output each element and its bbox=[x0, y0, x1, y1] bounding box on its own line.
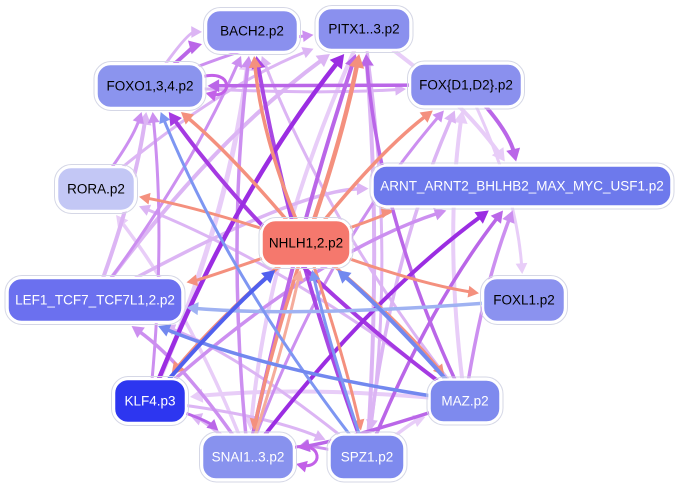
node-outline bbox=[426, 376, 504, 426]
node-outline bbox=[54, 164, 138, 214]
edge-MAZ-PITX1 bbox=[360, 54, 467, 403]
node-outline bbox=[4, 275, 186, 325]
edge-KLF4-FOXO bbox=[147, 112, 161, 403]
edge-MAZ-LEF1 bbox=[158, 324, 467, 403]
node-outline bbox=[326, 431, 408, 483]
node-outline bbox=[203, 7, 301, 55]
edge-FOXL1-LEF1 bbox=[186, 298, 526, 316]
node-outline bbox=[407, 60, 525, 110]
edge-SNAI-SNAI bbox=[290, 444, 319, 473]
node-FOXO[interactable]: FOXO1,3,4.p2 bbox=[93, 61, 207, 111]
edge-MAZ-FOXD bbox=[451, 110, 468, 403]
node-box bbox=[260, 218, 352, 268]
node-box bbox=[371, 164, 673, 208]
edge-SPZ1-FOXO bbox=[159, 112, 369, 459]
edge-NHLH-SPZ1 bbox=[304, 241, 365, 431]
node-FOXL1[interactable]: FOXL1.p2 bbox=[480, 275, 568, 325]
node-RORA[interactable]: RORA.p2 bbox=[54, 164, 138, 214]
node-box bbox=[428, 378, 502, 424]
node-outline bbox=[199, 431, 297, 483]
node-PITX1[interactable]: PITX1..3.p2 bbox=[314, 5, 414, 53]
node-outline bbox=[369, 162, 675, 210]
node-box bbox=[55, 165, 137, 213]
node-outline bbox=[258, 217, 354, 269]
node-FOXD[interactable]: FOX{D1,D2}.p2 bbox=[407, 60, 525, 110]
node-box bbox=[204, 8, 300, 54]
edge-NHLH-PITX1 bbox=[303, 54, 365, 246]
edge-SPZ1-ARNT bbox=[365, 210, 504, 459]
edge-KLF4-ARNT bbox=[148, 207, 447, 403]
node-SNAI[interactable]: SNAI1..3.p2 bbox=[199, 431, 297, 483]
node-KLF4[interactable]: KLF4.p3 bbox=[111, 376, 189, 426]
node-box bbox=[408, 62, 524, 108]
edge-LEF1-ARNT bbox=[93, 182, 369, 302]
node-SPZ1[interactable]: SPZ1.p2 bbox=[326, 431, 408, 483]
node-box bbox=[112, 377, 188, 425]
node-outline bbox=[111, 376, 189, 426]
edge-RORA-PITX1 bbox=[94, 47, 314, 191]
node-outline bbox=[480, 275, 568, 325]
node-ARNT[interactable]: ARNT_ARNT2_BHLHB2_MAX_MYC_USF1.p2 bbox=[369, 162, 675, 210]
node-outline bbox=[314, 5, 414, 53]
node-box bbox=[6, 276, 184, 324]
edge-KLF4-PITX1 bbox=[147, 54, 345, 404]
node-box bbox=[481, 276, 567, 324]
node-NHLH[interactable]: NHLH1,2.p2 bbox=[258, 217, 354, 269]
edge-FOXO-FOXO bbox=[200, 73, 228, 102]
node-box bbox=[316, 6, 412, 52]
edge-SNAI-ARNT bbox=[246, 210, 489, 459]
node-BACH2[interactable]: BACH2.p2 bbox=[203, 7, 301, 55]
node-outline bbox=[93, 61, 207, 111]
node-box bbox=[200, 433, 296, 481]
node-MAZ[interactable]: MAZ.p2 bbox=[426, 376, 504, 426]
node-box bbox=[95, 62, 205, 110]
node-LEF1[interactable]: LEF1_TCF7_TCF7L1,2.p2 bbox=[4, 275, 186, 325]
node-box bbox=[328, 433, 406, 481]
